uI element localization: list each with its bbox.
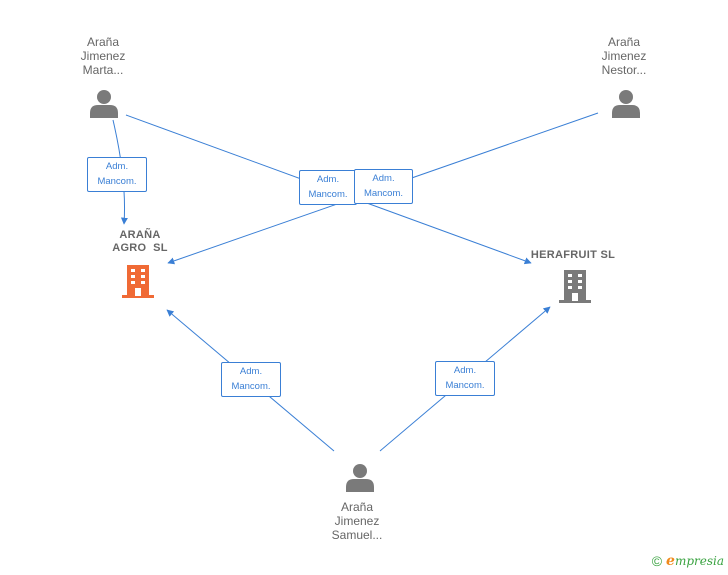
edge-label-samuel-herafruit: Adm. Mancom. [435,361,495,396]
brand-logo: empresia [666,553,724,569]
edge-label-marta-herafruit: Adm. Mancom. [299,170,357,205]
person-label-samuel[interactable]: Araña Jimenez Samuel... [331,500,383,542]
company-label-herafruit[interactable]: HERAFRUIT SL [530,249,616,261]
copyright-symbol: © [651,553,663,569]
edge-label-samuel-arana: Adm. Mancom. [221,362,281,397]
edge-label-marta-arana: Adm. Mancom. [87,157,147,192]
edge-label-nestor-arana: Adm. Mancom. [354,169,413,204]
company-label-arana-agro[interactable]: ARAÑA AGRO SL [112,229,168,254]
brand-footer: © empresia [652,553,724,569]
person-icon[interactable] [611,88,641,118]
person-icon[interactable] [345,462,375,492]
building-icon[interactable] [559,269,591,303]
person-label-marta[interactable]: Araña Jimenez Marta... [80,35,126,77]
building-icon[interactable] [122,264,154,298]
person-icon[interactable] [89,88,119,118]
person-label-nestor[interactable]: Araña Jimenez Nestor... [601,35,647,77]
